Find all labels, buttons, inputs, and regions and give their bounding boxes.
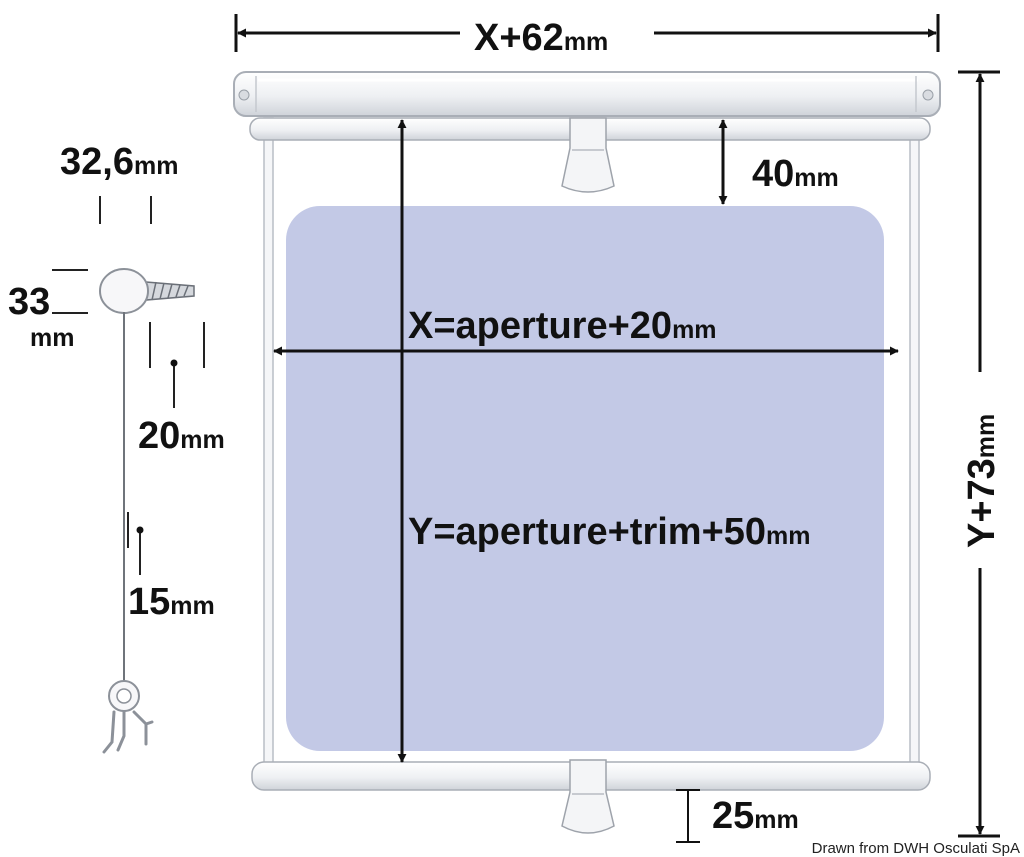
- top-gap-label: 40mm: [752, 153, 839, 195]
- bracket-knob: [99, 268, 149, 314]
- right-height-label: Y+73mm: [961, 414, 1003, 548]
- bracket-dimension-ticks: [52, 196, 205, 575]
- bottom-bar-handle: [561, 759, 615, 834]
- y-formula-label: Y=aperture+trim+50mm: [408, 511, 811, 553]
- right-side-rail: [909, 117, 920, 769]
- blind-frame: [233, 71, 941, 834]
- top-width-label: X+62mm: [474, 17, 608, 59]
- cord-offset-20-label: 20mm: [138, 415, 225, 457]
- credit-text: Drawn from DWH Osculati SpA: [812, 840, 1020, 857]
- left-endcap-screw: [238, 89, 250, 101]
- dimension-lines: [234, 14, 1000, 843]
- shade-panel: [286, 206, 884, 751]
- left-side-rail: [263, 117, 274, 769]
- bottom-bar-label: 25mm: [712, 795, 799, 837]
- bracket-height-value: 33: [8, 281, 50, 323]
- bracket-height-unit: mm: [30, 324, 74, 352]
- cord-guide-assembly: [99, 268, 195, 754]
- top-bar-latch: [561, 117, 615, 193]
- x-formula-label: X=aperture+20mm: [408, 305, 717, 347]
- cord-hook: [102, 710, 154, 754]
- top-roller-housing: [233, 71, 941, 117]
- bracket-width-label: 32,6mm: [60, 141, 178, 183]
- right-endcap-screw: [922, 89, 934, 101]
- cord-offset-15-label: 15mm: [128, 581, 215, 623]
